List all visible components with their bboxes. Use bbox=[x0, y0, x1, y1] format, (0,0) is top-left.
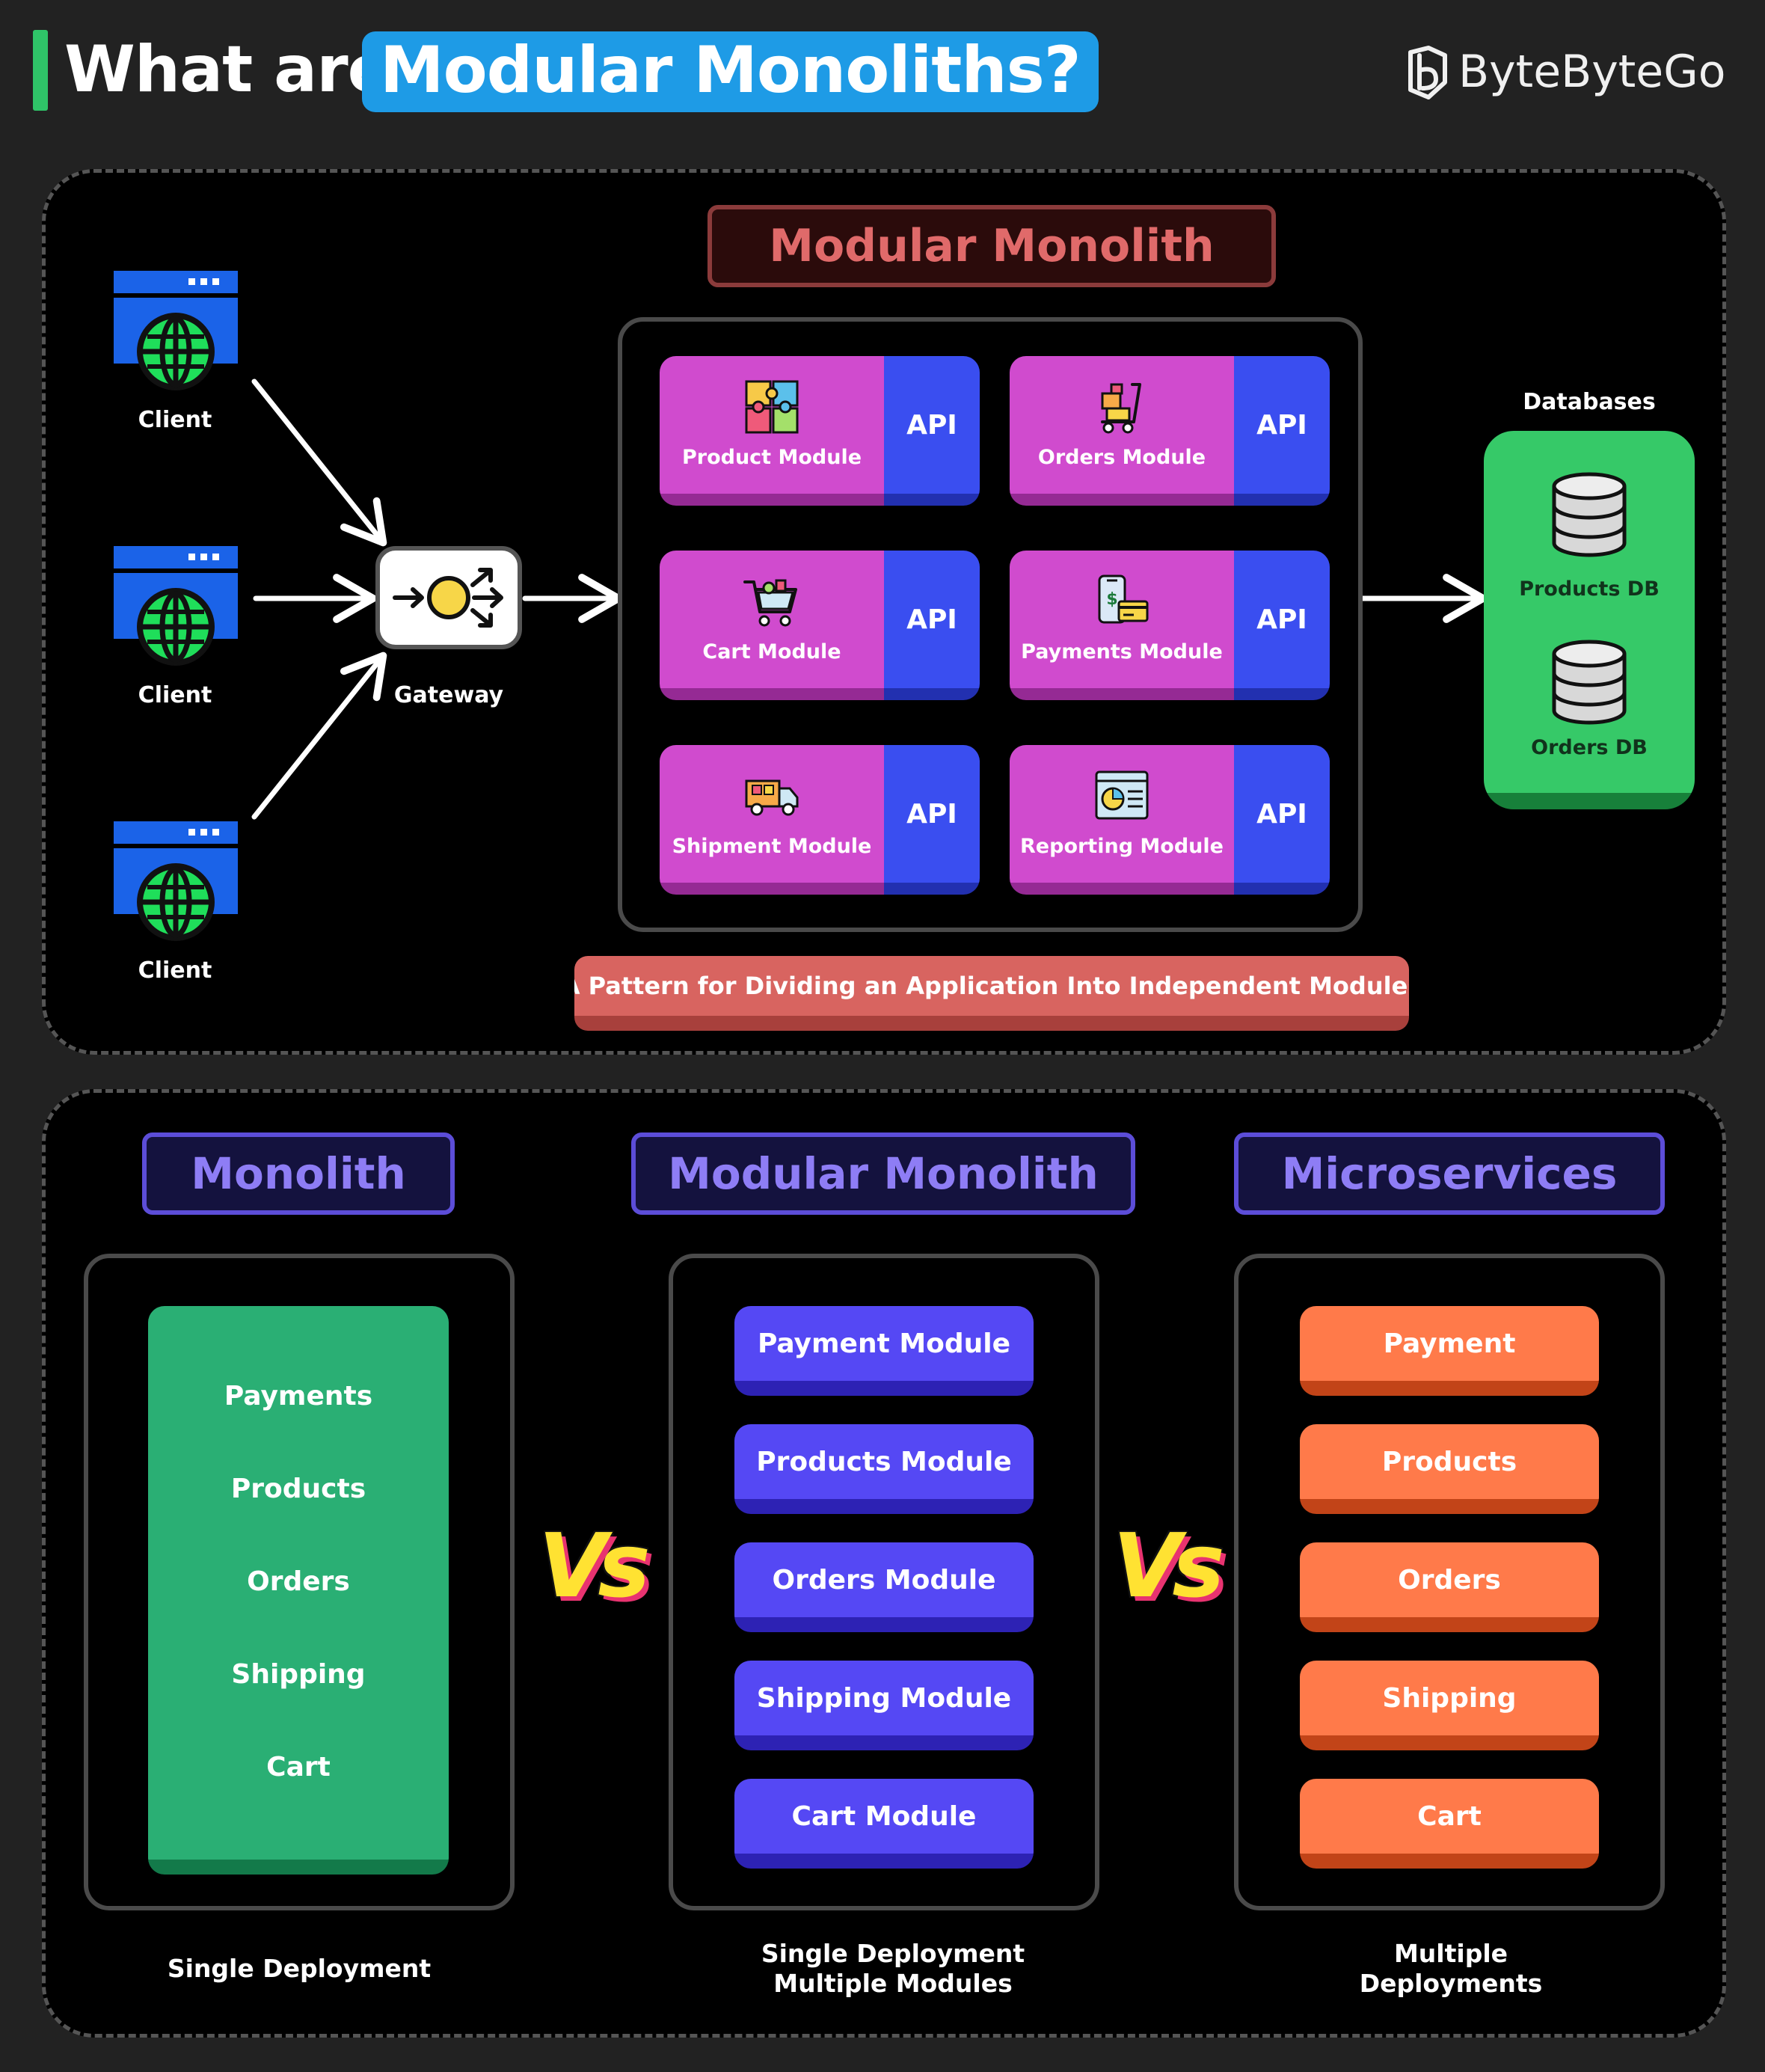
brand-name: ByteByteGo bbox=[1458, 46, 1726, 98]
module-name: Reporting Module bbox=[1020, 835, 1224, 858]
monolith-caption: Single Deployment bbox=[167, 1954, 432, 1983]
module-api-label: API bbox=[1234, 356, 1330, 494]
delivery-cart-icon bbox=[1101, 383, 1141, 434]
microservice-label: Orders bbox=[1300, 1542, 1599, 1617]
modules-container bbox=[618, 317, 1363, 932]
module-body bbox=[660, 356, 884, 494]
monolith-frame bbox=[84, 1254, 515, 1910]
databases-title: Databases bbox=[1523, 389, 1656, 415]
module-card-product: API Product Module bbox=[660, 356, 980, 506]
delivery-truck-icon bbox=[745, 779, 799, 816]
module-card-orders: API Orders Module bbox=[1010, 356, 1330, 506]
database-label: Orders DB bbox=[1531, 736, 1648, 759]
module-name: Product Module bbox=[681, 446, 862, 469]
client-label: Client bbox=[138, 957, 212, 984]
modular-module-box: Shipping Module bbox=[734, 1661, 1034, 1750]
microservice-label: Products bbox=[1300, 1424, 1599, 1499]
microservices-title: Microservices bbox=[1234, 1132, 1665, 1215]
puzzle-icon bbox=[745, 380, 799, 434]
module-name: Orders Module bbox=[1037, 446, 1206, 469]
microservice-label: Cart bbox=[1300, 1779, 1599, 1854]
modular-monolith-frame bbox=[669, 1254, 1099, 1910]
module-api-label: API bbox=[884, 356, 980, 494]
modular-monolith-title: Modular Monolith bbox=[631, 1132, 1135, 1215]
modular-module-box: Orders Module bbox=[734, 1542, 1034, 1632]
modular-module-label: Cart Module bbox=[734, 1779, 1034, 1854]
vs-label: Vs bbox=[538, 1514, 651, 1617]
shopping-cart-icon bbox=[743, 579, 797, 627]
monolith-item: Cart bbox=[266, 1752, 331, 1783]
svg-text:$: $ bbox=[1106, 590, 1117, 609]
microservice-box: Cart bbox=[1300, 1779, 1599, 1869]
module-name: Shipment Module bbox=[672, 835, 872, 858]
browser-globe-icon bbox=[114, 271, 238, 390]
architecture-title: Modular Monolith bbox=[707, 205, 1276, 287]
database-label: Products DB bbox=[1519, 577, 1660, 601]
bytebytego-logo-icon bbox=[1408, 46, 1447, 99]
microservice-box: Shipping bbox=[1300, 1661, 1599, 1750]
module-name: Cart Module bbox=[702, 640, 841, 663]
gateway-icon bbox=[375, 546, 522, 649]
page-title: What are bbox=[64, 32, 391, 107]
browser-globe-icon bbox=[114, 546, 238, 666]
module-card-cart: API Cart Module bbox=[660, 551, 980, 700]
microservice-label: Shipping bbox=[1300, 1661, 1599, 1735]
microservices-caption-line2: Deployments bbox=[1359, 1969, 1543, 1998]
microservice-box: Payment bbox=[1300, 1306, 1599, 1396]
gateway-label: Gateway bbox=[393, 682, 504, 708]
monolith-item: Payments bbox=[224, 1381, 373, 1412]
database-icon bbox=[1552, 640, 1627, 725]
pattern-caption-text: A Pattern for Dividing an Application In… bbox=[574, 956, 1409, 1016]
module-card-reporting: API Reporting Module bbox=[1010, 745, 1330, 895]
pattern-caption: A Pattern for Dividing an Application In… bbox=[574, 956, 1409, 1031]
monolith-item: Orders bbox=[247, 1566, 350, 1597]
module-api-label: API bbox=[1234, 551, 1330, 688]
client-label: Client bbox=[138, 682, 212, 708]
module-name: Payments Module bbox=[1021, 640, 1223, 663]
modular-module-label: Products Module bbox=[734, 1424, 1034, 1499]
microservices-caption-line1: Multiple bbox=[1393, 1939, 1508, 1968]
module-api-label: API bbox=[1234, 745, 1330, 883]
monolith-item: Shipping bbox=[231, 1659, 366, 1690]
modular-module-box: Payment Module bbox=[734, 1306, 1034, 1396]
browser-globe-icon bbox=[114, 821, 238, 941]
database-icon bbox=[1552, 472, 1627, 557]
report-dashboard-icon bbox=[1095, 770, 1149, 820]
microservice-box: Products bbox=[1300, 1424, 1599, 1514]
page-title-highlight: Modular Monoliths? bbox=[362, 31, 1099, 112]
modular-module-label: Payment Module bbox=[734, 1306, 1034, 1381]
mobile-payment-icon: $ bbox=[1098, 574, 1149, 624]
microservice-box: Orders bbox=[1300, 1542, 1599, 1632]
module-api-label: API bbox=[884, 551, 980, 688]
client-label: Client bbox=[138, 407, 212, 433]
header-accent-bar bbox=[33, 30, 48, 111]
modular-module-label: Orders Module bbox=[734, 1542, 1034, 1617]
module-card-payments: API $ Payments Module bbox=[1010, 551, 1330, 700]
module-body bbox=[660, 745, 884, 883]
modular-monolith-caption-line2: Multiple Modules bbox=[773, 1969, 1013, 1998]
databases-box: Products DB Orders DB bbox=[1484, 431, 1695, 809]
module-body bbox=[660, 551, 884, 688]
monolith-title: Monolith bbox=[142, 1132, 455, 1215]
module-body bbox=[1010, 356, 1234, 494]
monolith-item: Products bbox=[230, 1474, 366, 1504]
vs-label: Vs bbox=[1113, 1514, 1225, 1617]
modular-monolith-caption-line1: Single Deployment bbox=[761, 1939, 1025, 1968]
monolith-block: Payments Products Orders Shipping Cart bbox=[148, 1306, 449, 1875]
module-card-shipment: API Shipment Module bbox=[660, 745, 980, 895]
microservice-label: Payment bbox=[1300, 1306, 1599, 1381]
modular-module-box: Products Module bbox=[734, 1424, 1034, 1514]
microservices-frame bbox=[1234, 1254, 1665, 1910]
modular-module-label: Shipping Module bbox=[734, 1661, 1034, 1735]
module-api-label: API bbox=[884, 745, 980, 883]
modular-module-box: Cart Module bbox=[734, 1779, 1034, 1869]
